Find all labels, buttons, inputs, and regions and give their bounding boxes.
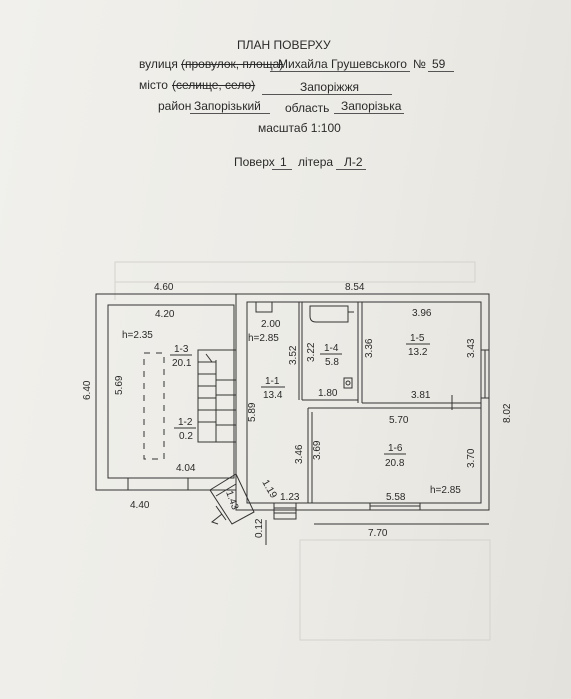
stairs <box>197 349 237 443</box>
dim-5-58: 5.58 <box>386 492 406 503</box>
dashed-opening <box>143 352 165 460</box>
dim-2-00: 2.00 <box>261 319 281 330</box>
city-underline <box>262 94 392 95</box>
room-area: 5.8 <box>325 357 339 368</box>
dim-5-70: 5.70 <box>389 415 409 426</box>
street-label: вулиця <box>139 57 178 71</box>
dim-3-52: 3.52 <box>288 345 299 365</box>
region-value: Запорізька <box>341 99 402 113</box>
room-1-6: 1-6 20.8 <box>384 443 406 469</box>
dim-3-69: 3.69 <box>312 440 323 460</box>
room-id: 1-1 <box>265 376 280 387</box>
city-label: місто <box>139 78 168 92</box>
room-1-1: 1-1 13.4 <box>261 376 285 401</box>
dim-5-89: 5.89 <box>247 402 258 422</box>
room-id: 1-3 <box>174 344 189 355</box>
city-value: Запоріжжя <box>300 80 359 94</box>
district-value: Запорізький <box>194 99 261 113</box>
outer-walls <box>95 293 490 511</box>
dim-bottom-right: 7.70 <box>368 528 388 539</box>
room-area: 20.1 <box>172 358 192 369</box>
dim-3-22: 3.22 <box>306 342 317 362</box>
dim-3-96: 3.96 <box>412 308 432 319</box>
room-id: 1-4 <box>324 343 339 354</box>
letter-label: літера <box>298 155 334 169</box>
dim-right-height: 8.02 <box>502 403 513 423</box>
dim-3-81: 3.81 <box>411 390 431 401</box>
dimension-lines <box>95 293 490 545</box>
faint-grid <box>114 261 491 641</box>
room-area: 13.2 <box>408 347 428 358</box>
scale-text: масштаб 1:100 <box>258 121 341 135</box>
room-id: 1-5 <box>410 333 425 344</box>
floor-value: 1 <box>280 155 287 169</box>
letter-value: Л-2 <box>344 155 363 169</box>
bathroom-fixtures <box>309 305 354 389</box>
room-area: 20.8 <box>385 458 405 469</box>
number-label: № <box>413 57 426 71</box>
dim-4-04: 4.04 <box>176 463 196 474</box>
dim-bottom-left: 4.40 <box>130 500 150 511</box>
height-right: h=2.85 <box>430 485 461 496</box>
dim-3-43: 3.43 <box>466 338 477 358</box>
room-1-3: 1-3 20.1 <box>170 344 192 369</box>
dim-5-69: 5.69 <box>114 375 125 395</box>
room-1-5: 1-5 13.2 <box>406 333 430 358</box>
letter-underline <box>336 169 366 170</box>
street-type-options: (провулок, площа) <box>181 57 284 71</box>
dim-stair-small: 0.12 <box>254 518 265 538</box>
plan-title: ПЛАН ПОВЕРХУ <box>237 38 331 52</box>
room-area: 0.2 <box>179 431 193 442</box>
room-id: 1-6 <box>388 443 403 454</box>
room-1-4: 1-4 5.8 <box>320 343 342 368</box>
height-mid: h=2.85 <box>248 333 279 344</box>
dim-top-total: 8.54 <box>345 282 365 293</box>
height-left: h=2.35 <box>122 330 153 341</box>
dim-1-43: 1.43 <box>223 489 240 511</box>
district-underline <box>190 113 270 114</box>
region-label: область <box>285 101 330 115</box>
dim-3-46: 3.46 <box>294 444 305 464</box>
number-underline <box>428 71 454 72</box>
entrance-porch <box>209 473 297 525</box>
floor-underline <box>272 169 292 170</box>
interior-walls <box>298 302 481 503</box>
dim-left-height: 6.40 <box>82 380 93 400</box>
dim-1-23: 1.23 <box>280 492 300 503</box>
street-underline <box>270 71 410 72</box>
room-area: 13.4 <box>263 390 283 401</box>
room-1-2: 1-2 0.2 <box>174 417 196 442</box>
dim-4-20: 4.20 <box>155 309 175 320</box>
district-label: район <box>158 99 192 113</box>
dim-3-70: 3.70 <box>466 448 477 468</box>
dim-1-80: 1.80 <box>318 388 338 399</box>
city-type-options: (селище, село) <box>172 78 256 92</box>
floor-label: Поверх <box>234 155 275 169</box>
street-value: Михайла Грушевського <box>278 57 407 71</box>
region-underline <box>334 113 404 114</box>
number-value: 59 <box>432 57 446 71</box>
dim-3-36: 3.36 <box>364 338 375 358</box>
dim-1-19: 1.19 <box>259 478 278 501</box>
dim-top-left: 4.60 <box>154 282 174 293</box>
room-id: 1-2 <box>178 417 193 428</box>
